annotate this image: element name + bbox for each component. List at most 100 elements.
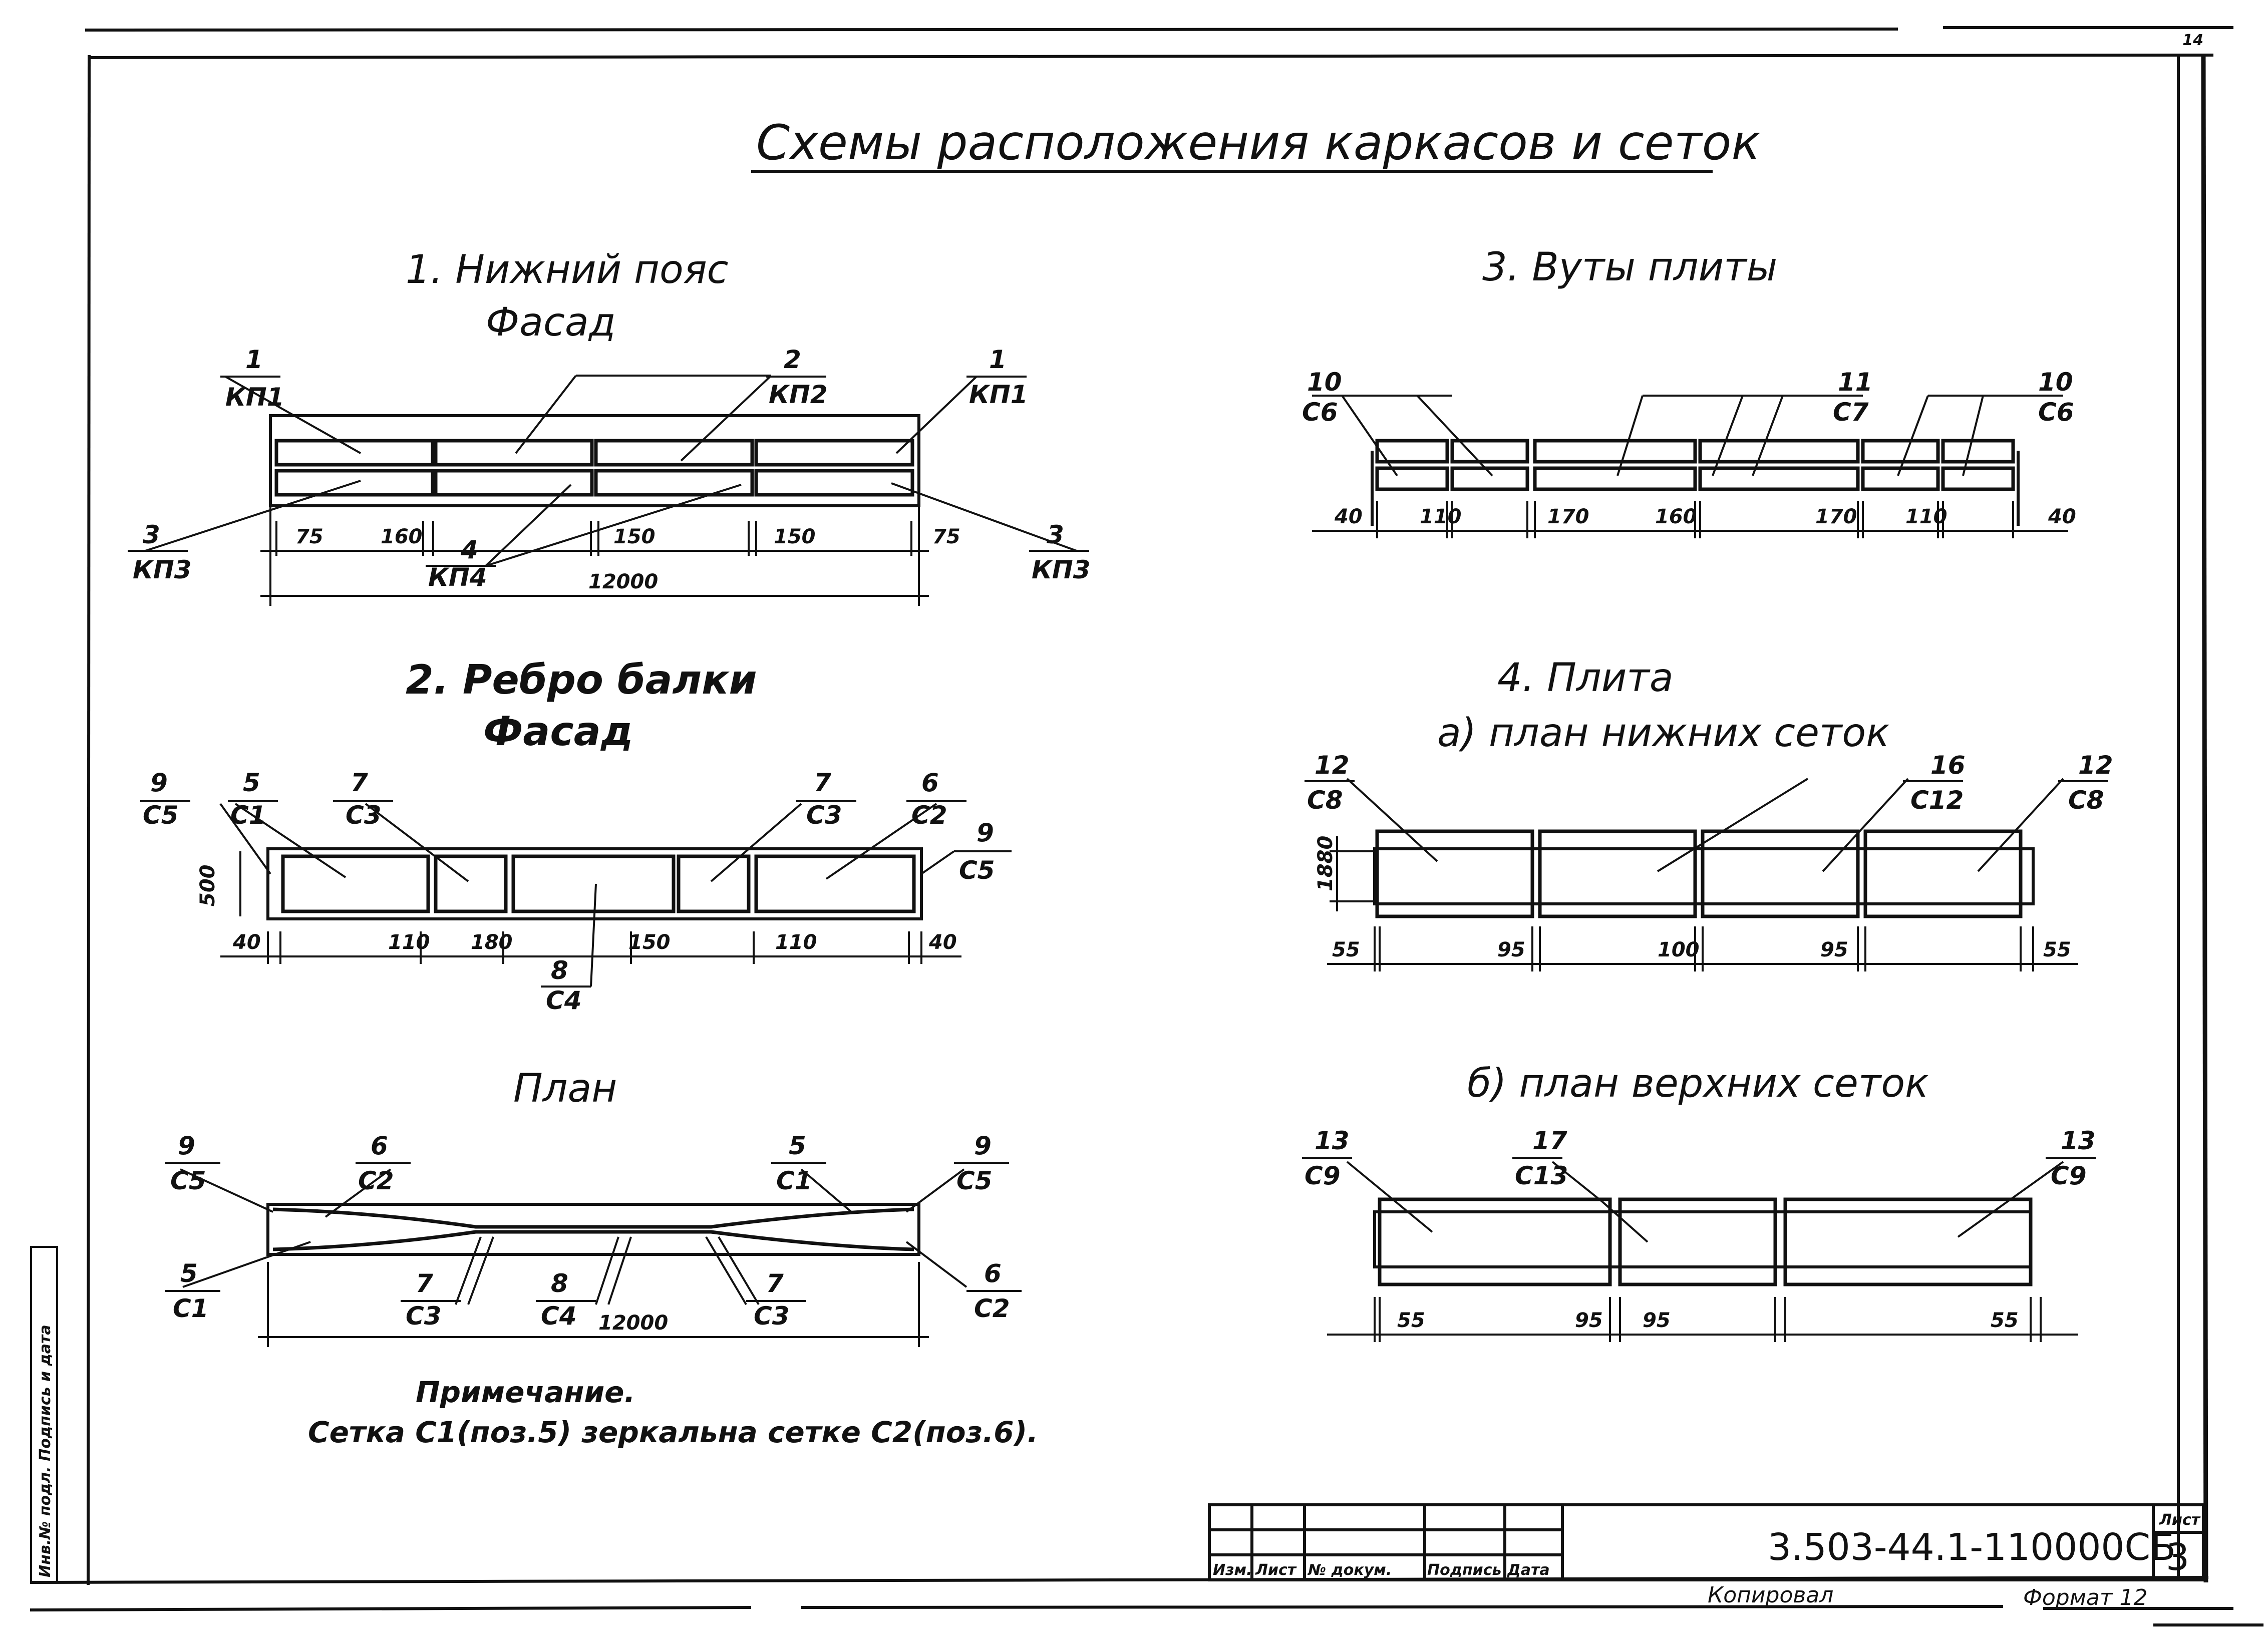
s4a-label-2-code: С12 <box>1910 786 1964 815</box>
s2-label-1-code: С5 <box>143 801 178 830</box>
plan-label-2-code: С2 <box>358 1166 394 1195</box>
plan-label-9-code: С3 <box>754 1301 789 1331</box>
plan-title: План <box>513 1066 617 1111</box>
s1-label-2-code: КП2 <box>769 380 828 409</box>
s3-label-2-num: 11 <box>1838 368 1873 397</box>
s2-label-7-code: С4 <box>546 986 581 1015</box>
section-4a-drawing <box>1327 778 2078 971</box>
section-4-title: 4. Плита <box>1497 656 1674 701</box>
s4b-label-1-code: С9 <box>1305 1161 1340 1190</box>
section-3-drawing <box>1312 395 2068 538</box>
plan-label-1-num: 9 <box>178 1131 195 1160</box>
s3-label-1-code: С6 <box>1302 398 1338 427</box>
s4a-label-2-num: 16 <box>1930 751 1966 780</box>
plan-drawing <box>180 1168 967 1347</box>
plan-dim-total: 12000 <box>598 1312 668 1335</box>
s2-label-5-code: С2 <box>911 801 947 830</box>
s1-dim-4: 150 <box>774 525 816 548</box>
s1-dim-total: 12000 <box>588 570 658 593</box>
plan-label-7-num: 7 <box>416 1269 433 1298</box>
section-2-subtitle: Фасад <box>483 708 633 755</box>
plan-label-7-code: С3 <box>406 1301 441 1331</box>
s3-dim-5: 170 <box>1815 505 1857 528</box>
s1-label-5-code: КП3 <box>1032 555 1091 584</box>
s4b-label-2-num: 17 <box>1532 1126 1567 1155</box>
tb-col-list: Лист <box>1255 1561 1297 1579</box>
section-3-title: 3. Вуты плиты <box>1482 245 1777 290</box>
s2-dim-6: 40 <box>928 931 957 954</box>
section-4a-title: а) план нижних сеток <box>1437 711 1889 756</box>
s1-label-1-num: 1 <box>245 345 263 374</box>
s2-dim-3: 180 <box>471 931 513 954</box>
plan-label-3-num: 5 <box>789 1131 806 1160</box>
s1-dim-3: 150 <box>613 525 656 548</box>
s3-dim-3: 170 <box>1547 505 1589 528</box>
s4b-dim-1: 55 <box>1397 1309 1425 1332</box>
format-label: Формат 12 <box>2023 1585 2148 1610</box>
tb-col-sign: Подпись <box>1427 1561 1501 1579</box>
document-code: 3.503-44.1-110000СБ <box>1768 1526 2176 1569</box>
section-4b-title: б) план верхних сеток <box>1467 1061 1928 1106</box>
s4a-dim-5: 55 <box>2043 938 2071 961</box>
plan-label-4-num: 9 <box>974 1131 992 1160</box>
s3-label-3-num: 10 <box>2038 368 2073 397</box>
s2-dim-height: 500 <box>196 865 219 907</box>
section-1-drawing <box>145 375 1077 606</box>
s1-label-4-num: 3 <box>143 520 160 549</box>
s4b-label-1-num: 13 <box>1315 1126 1350 1155</box>
s1-label-2-num: 2 <box>784 345 801 374</box>
plan-label-5-num: 5 <box>180 1259 198 1288</box>
s2-label-6-code: С5 <box>959 856 995 885</box>
s2-label-3-num: 7 <box>351 768 368 797</box>
s3-label-1-num: 10 <box>1307 368 1342 397</box>
left-stamp-text: Инв.№ подл. Подпись и дата <box>37 1325 54 1577</box>
plan-label-6-num: 6 <box>984 1259 1002 1288</box>
s3-dim-6: 110 <box>1905 505 1948 528</box>
plan-label-6-code: С2 <box>974 1294 1010 1323</box>
s2-label-5-num: 6 <box>921 768 939 797</box>
plan-label-1-code: С5 <box>170 1166 206 1195</box>
s2-dim-1: 40 <box>232 931 261 954</box>
s4a-label-1-code: С8 <box>1307 786 1343 815</box>
s2-label-3-code: С3 <box>346 801 381 830</box>
title-block <box>1208 1503 2205 1581</box>
plan-label-4-code: С5 <box>956 1166 992 1195</box>
sheet-frame <box>30 26 2263 1626</box>
note-title: Примечание. <box>416 1375 635 1409</box>
s4a-label-1-num: 12 <box>1315 751 1350 780</box>
section-2-drawing <box>219 803 961 987</box>
copied-label: Копировал <box>1708 1582 1833 1608</box>
s4a-label-3-code: С8 <box>2068 786 2104 815</box>
tb-sheet-number: 3 <box>2166 1536 2189 1579</box>
s1-dim-1: 75 <box>295 525 323 548</box>
s3-dim-4: 160 <box>1655 505 1697 528</box>
plan-label-9-num: 7 <box>766 1269 784 1298</box>
s4b-label-3-code: С9 <box>2051 1161 2086 1190</box>
s4a-dim-3: 100 <box>1658 938 1700 961</box>
s2-label-4-code: С3 <box>806 801 842 830</box>
s4b-dim-3: 95 <box>1643 1309 1671 1332</box>
s1-label-4-code: КП3 <box>133 555 192 584</box>
plan-label-5-code: С1 <box>173 1294 208 1323</box>
s1-label-3-code: КП1 <box>969 380 1028 409</box>
plan-label-8-code: С4 <box>541 1301 576 1331</box>
s2-dim-5: 110 <box>775 931 817 954</box>
s4a-dim-4: 95 <box>1820 938 1848 961</box>
s1-label-1-code: КП1 <box>225 383 284 412</box>
s4a-dim-width: 1880 <box>1314 836 1337 891</box>
s4b-label-2-code: С13 <box>1515 1161 1568 1190</box>
section-4b-drawing <box>1327 1161 2078 1342</box>
s2-label-2-num: 5 <box>243 768 260 797</box>
tb-col-doc: № докум. <box>1307 1561 1392 1579</box>
s3-label-3-code: С6 <box>2038 398 2074 427</box>
plan-label-3-code: С1 <box>776 1166 812 1195</box>
s3-label-2-code: С7 <box>1833 398 1869 427</box>
s2-label-2-code: С1 <box>230 801 266 830</box>
s1-label-5-num: 3 <box>1047 520 1064 549</box>
s4b-dim-4: 55 <box>1991 1309 2019 1332</box>
s4a-dim-1: 55 <box>1332 938 1360 961</box>
s1-label-6-num: 4 <box>460 535 478 564</box>
s2-label-4-num: 7 <box>814 768 831 797</box>
